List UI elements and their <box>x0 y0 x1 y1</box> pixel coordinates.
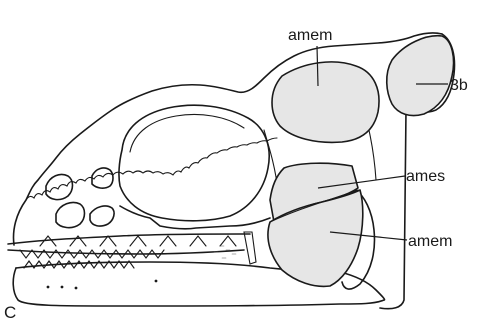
foramen-dot <box>155 280 158 283</box>
maxilla-fenestra <box>90 206 114 226</box>
skull-dorsal-crest-outline <box>14 33 443 245</box>
crest-scallops <box>26 138 277 200</box>
prefrontal-fenestra <box>56 202 85 227</box>
foramen-dot <box>61 286 64 289</box>
label-ames: ames <box>406 168 445 185</box>
label-amem-lower: amem <box>408 233 452 250</box>
retroarticular-process <box>340 272 385 300</box>
label-3b: 3b <box>450 77 468 94</box>
muscle-amem-upper <box>272 62 379 142</box>
upper-jaw-margin <box>8 234 250 244</box>
jaw-joint-ligament <box>244 232 256 264</box>
maxilla-tooth-row <box>40 236 236 246</box>
jugal-bar <box>120 206 270 229</box>
panel-letter: C <box>4 303 16 322</box>
foramen-dot <box>47 286 50 289</box>
orbit-inner-rim <box>130 115 244 153</box>
label-amem-upper: amem <box>288 27 332 44</box>
foramen-dot <box>75 287 78 290</box>
